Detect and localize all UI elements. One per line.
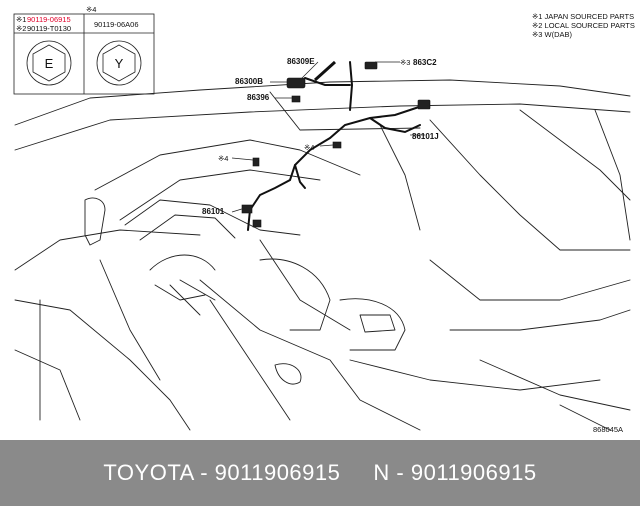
bolt-symbol-e: E [45, 56, 54, 71]
harness-connectors [241, 60, 431, 228]
note-japan-sourced: ※1 JAPAN SOURCED PARTS [532, 12, 634, 21]
part-number-90119-t0130: 90119-T0130 [27, 24, 71, 33]
label-86101: 86101 [202, 207, 225, 216]
note-local-sourced: ※2 LOCAL SOURCED PARTS [532, 21, 635, 30]
illustration-id: 868045A [593, 425, 623, 434]
label-863c2: 863C2 [413, 58, 437, 67]
label-863c2-mark: ※3 [400, 58, 410, 67]
wire-harness [247, 61, 426, 231]
label-mark-4-right: ※4 [304, 143, 314, 152]
table-mark-1: ※1 [16, 15, 26, 24]
label-86300b: 86300B [235, 77, 263, 86]
label-mark-4-left: ※4 [218, 154, 228, 163]
part-reference-table [13, 13, 155, 95]
note-w-dab: ※3 W(DAB) [532, 30, 573, 39]
leader-lines [231, 61, 425, 213]
part-number-90119-06915: 90119-06915 [27, 15, 71, 24]
table-mark-4: ※4 [86, 5, 96, 14]
label-86309e: 86309E [287, 57, 315, 66]
label-86396: 86396 [247, 93, 270, 102]
part-number-banner: TOYOTA - 9011906915 N - 9011906915 [0, 440, 640, 506]
vehicle-interior-drawing [14, 79, 631, 431]
bolt-symbol-y: Y [115, 56, 124, 71]
table-mark-2: ※2 [16, 24, 26, 33]
part-number-90119-06a06: 90119-06A06 [94, 20, 138, 29]
label-86101j: 86101J [412, 132, 439, 141]
parts-diagram: ※4 ※1 90119-06915 ※2 90119-T0130 90119-0… [13, 5, 635, 434]
banner-text: TOYOTA - 9011906915 N - 9011906915 [103, 460, 537, 485]
